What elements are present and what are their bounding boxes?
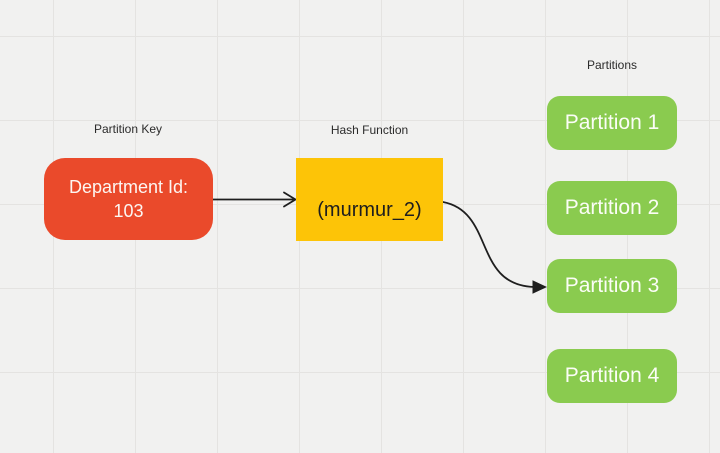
partition-key-label: Partition Key bbox=[93, 122, 163, 136]
arrowhead-key-to-hash bbox=[283, 191, 297, 208]
partition-3-node: Partition 3 bbox=[547, 259, 677, 313]
partition-4-node: Partition 4 bbox=[547, 349, 677, 403]
partition-3-label: Partition 3 bbox=[564, 274, 660, 297]
partition-key-node: Department Id: 103 bbox=[44, 158, 213, 240]
hash-function-node: (murmur_2) bbox=[296, 158, 443, 241]
partitions-label: Partitions bbox=[586, 58, 638, 72]
arrowhead-hash-to-partition3 bbox=[532, 280, 547, 294]
partition-key-node-line1: Department Id: bbox=[68, 177, 189, 197]
partition-1-label: Partition 1 bbox=[564, 111, 660, 134]
arrow-shaft-hash-to-partition3 bbox=[442, 201, 535, 288]
hash-function-label: Hash Function bbox=[330, 123, 409, 137]
partition-2-node: Partition 2 bbox=[547, 181, 677, 235]
partition-4-label: Partition 4 bbox=[564, 364, 660, 387]
partition-1-node: Partition 1 bbox=[547, 96, 677, 150]
partition-2-label: Partition 2 bbox=[564, 196, 660, 219]
partition-key-node-line2: 103 bbox=[113, 201, 144, 221]
hash-function-node-text: (murmur_2) bbox=[317, 198, 422, 221]
